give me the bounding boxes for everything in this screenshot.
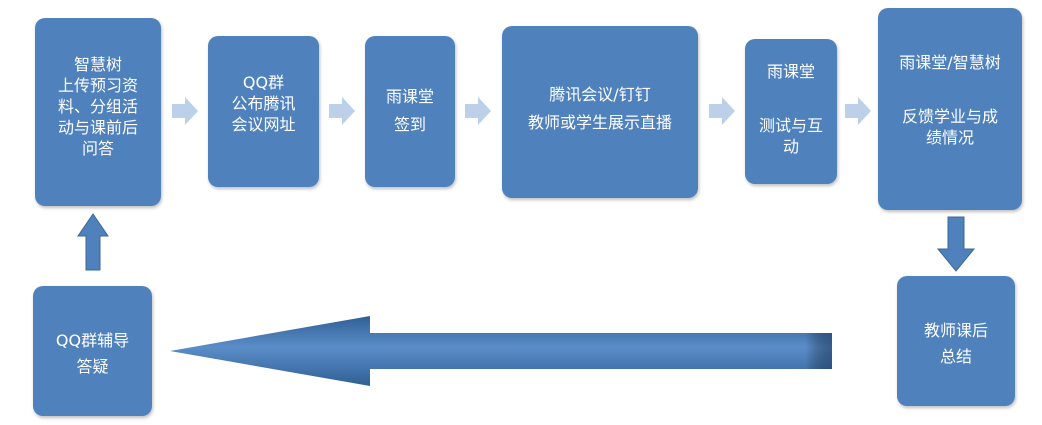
box-line: 智慧树 <box>73 55 122 74</box>
box-line: 教师课后 <box>923 321 988 340</box>
box-line: 教师或学生展示直播 <box>527 113 672 132</box>
box-line: 答疑 <box>76 357 109 376</box>
step-zhihuishu-prep: 智慧树 上传预习资 料、分组活 动与课前后 问答 <box>35 18 161 206</box>
arrow-down-icon <box>936 216 976 272</box>
box-line: 料、分组活 <box>57 97 138 116</box>
box-line: 签到 <box>393 115 426 134</box>
chevron-right-icon <box>845 97 871 125</box>
box-line: 总结 <box>939 347 972 366</box>
box-line: 动 <box>782 137 799 156</box>
box-line: 反馈学业与成 <box>901 107 998 126</box>
chevron-right-icon <box>465 97 491 125</box>
chevron-right-icon <box>329 97 355 125</box>
box-line: QQ群辅导 <box>55 331 130 350</box>
arrow-left-icon <box>170 316 832 386</box>
step-feedback-grades: 雨课堂/智慧树 反馈学业与成 绩情况 <box>878 8 1022 210</box>
chevron-right-icon <box>709 97 735 125</box>
step-teacher-summary: 教师课后 总结 <box>897 276 1015 406</box>
box-line: 雨课堂/智慧树 <box>899 53 1001 72</box>
box-line: 雨课堂 <box>766 62 815 81</box>
box-line: 上传预习资 <box>57 76 138 95</box>
box-line: 会议网址 <box>231 115 296 134</box>
box-line: 绩情况 <box>925 128 974 147</box>
chevron-right-icon <box>172 97 198 125</box>
box-line: 测试与互 <box>758 116 823 135</box>
step-qq-group-link: QQ群 公布腾讯 会议网址 <box>208 36 319 187</box>
box-line: 腾讯会议/钉钉 <box>549 85 651 104</box>
box-line: 问答 <box>81 139 114 158</box>
step-tencent-dingtalk-live: 腾讯会议/钉钉 教师或学生展示直播 <box>502 26 698 198</box>
arrow-up-icon <box>77 213 109 271</box>
box-line: 公布腾讯 <box>231 94 296 113</box>
step-yuketang-checkin: 雨课堂 签到 <box>365 36 455 187</box>
step-yuketang-quiz: 雨课堂 测试与互 动 <box>745 39 837 184</box>
box-line: QQ群 <box>242 73 285 92</box>
step-qq-tutoring: QQ群辅导 答疑 <box>33 286 152 416</box>
box-line: 雨课堂 <box>385 87 434 106</box>
box-line: 动与课前后 <box>57 118 138 137</box>
